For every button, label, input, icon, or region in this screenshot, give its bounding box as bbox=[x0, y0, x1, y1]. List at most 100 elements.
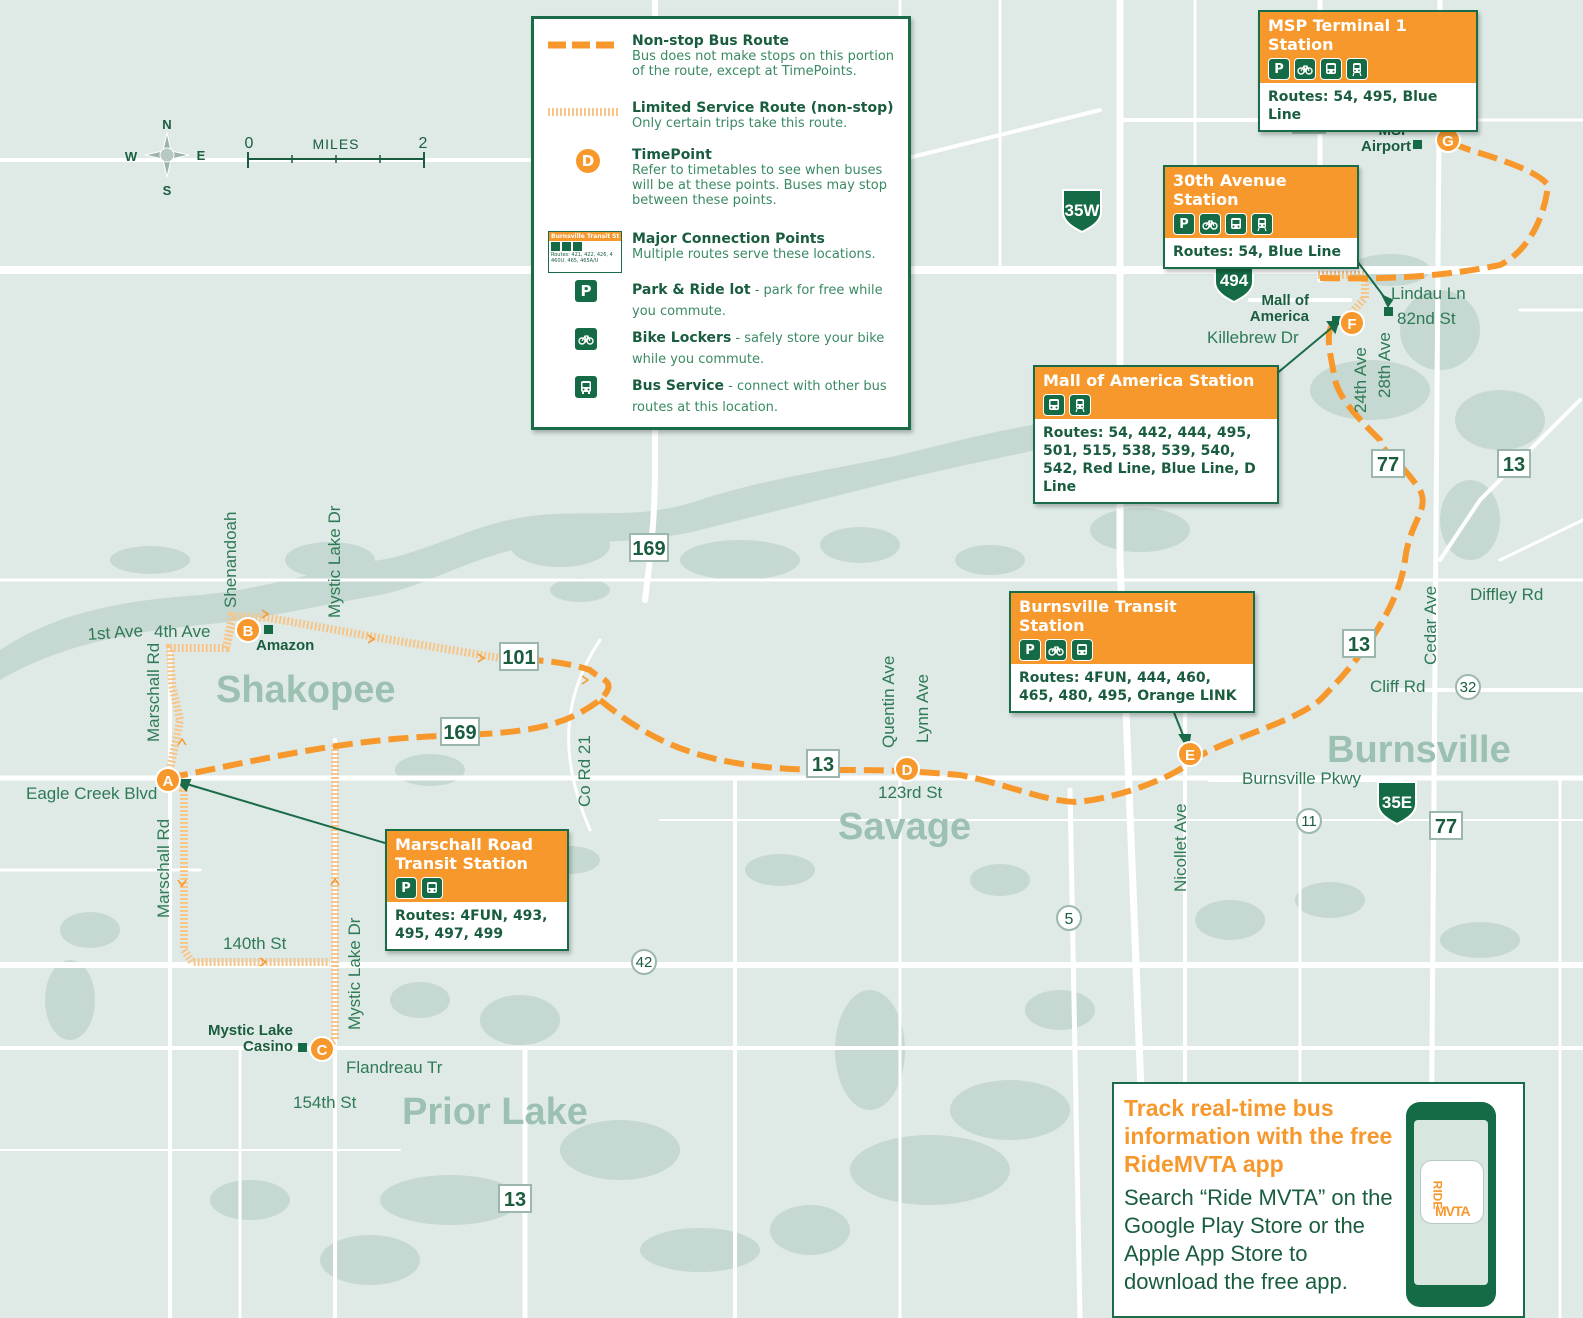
station-card-mall-of-america[interactable]: Mall of America Station Routes: 54, 442,… bbox=[1033, 365, 1279, 504]
timepoint-d: D bbox=[894, 756, 920, 782]
svg-text:N: N bbox=[162, 117, 171, 132]
bus-icon bbox=[1225, 213, 1247, 235]
route-direction-arrows bbox=[177, 609, 590, 967]
park-icon: P bbox=[1173, 213, 1195, 235]
svg-text:E: E bbox=[197, 148, 206, 163]
station-name: Burnsville Transit Station bbox=[1019, 597, 1177, 635]
city-burnsville: Burnsville bbox=[1327, 729, 1511, 771]
bus-icon bbox=[421, 877, 443, 899]
station-card-msp[interactable]: MSP Terminal 1 Station P Routes: 54, 495… bbox=[1258, 10, 1478, 132]
hwy-13-shield-a: 13 bbox=[806, 749, 840, 778]
svg-text:1st Ave: 1st Ave bbox=[87, 621, 144, 644]
svg-text:W: W bbox=[125, 149, 138, 164]
city-savage: Savage bbox=[838, 806, 971, 848]
timepoint-b: B bbox=[235, 617, 261, 643]
park-icon: P bbox=[1268, 58, 1290, 80]
svg-text:140th St: 140th St bbox=[223, 934, 287, 953]
bike-icon bbox=[1045, 639, 1067, 661]
station-amenities bbox=[1043, 394, 1269, 416]
svg-text:169: 169 bbox=[632, 538, 665, 560]
svg-text:Shenandoah: Shenandoah bbox=[221, 512, 240, 608]
co-42-shield: 42 bbox=[631, 949, 657, 975]
svg-text:Lindau Ln: Lindau Ln bbox=[1391, 284, 1466, 303]
nonstop-bus-route bbox=[167, 139, 1552, 806]
hwy-13-shield-c: 13 bbox=[1497, 449, 1531, 478]
svg-text:2: 2 bbox=[419, 135, 428, 152]
svg-text:A: A bbox=[163, 773, 174, 790]
station-card-burnsville[interactable]: Burnsville Transit Station P Routes: 4FU… bbox=[1009, 591, 1255, 713]
park-icon: P bbox=[395, 877, 417, 899]
svg-text:Quentin Ave: Quentin Ave bbox=[879, 656, 898, 748]
station-card-marschall-road[interactable]: Marschall Road Transit Station P Routes:… bbox=[385, 829, 569, 951]
bus-icon bbox=[1043, 394, 1065, 416]
svg-text:123rd St: 123rd St bbox=[878, 783, 943, 802]
svg-text:77: 77 bbox=[1435, 816, 1457, 838]
bus-icon bbox=[574, 375, 598, 399]
co-5-shield: 5 bbox=[1056, 905, 1082, 931]
co-11-shield: 11 bbox=[1296, 808, 1322, 834]
svg-text:0: 0 bbox=[245, 135, 254, 152]
city-prior-lake: Prior Lake bbox=[402, 1091, 588, 1133]
scale-bar: 0 MILES 2 bbox=[245, 135, 428, 168]
svg-text:24th Ave: 24th Ave bbox=[1351, 347, 1370, 413]
ridemvta-logo: RIDE MVTA bbox=[1420, 1160, 1484, 1224]
i-494-shield: 494 bbox=[1214, 259, 1254, 304]
station-routes: Routes: 54, 495, Blue Line bbox=[1268, 89, 1438, 123]
svg-text:MILES: MILES bbox=[312, 136, 359, 152]
svg-text:13: 13 bbox=[1503, 454, 1525, 476]
hwy-77-shield-b: 77 bbox=[1371, 449, 1405, 478]
major-connection-swatch-icon: Burnsville Transit St Routes: 421, 422, … bbox=[548, 231, 622, 273]
timepoint-swatch-icon: D bbox=[574, 147, 602, 175]
svg-text:101: 101 bbox=[502, 647, 535, 669]
svg-text:Diffley Rd: Diffley Rd bbox=[1470, 585, 1543, 604]
i-35w-shield: 35W bbox=[1062, 189, 1102, 234]
compass-rose: N S E W bbox=[125, 117, 206, 198]
bus-icon bbox=[1320, 58, 1342, 80]
street-labels: 1st Ave 4th Ave Shenandoah Mystic Lake D… bbox=[26, 284, 1543, 1112]
bike-icon bbox=[574, 327, 598, 351]
promo-text: Search “Ride MVTA” on the Google Play St… bbox=[1124, 1185, 1393, 1294]
svg-text:Killebrew Dr: Killebrew Dr bbox=[1207, 328, 1299, 347]
dashed-route-swatch-icon bbox=[548, 41, 620, 49]
svg-text:494: 494 bbox=[1220, 271, 1249, 290]
co-32-shield: 32 bbox=[1455, 674, 1481, 700]
svg-text:77: 77 bbox=[1377, 454, 1399, 476]
park-icon: P bbox=[574, 279, 598, 303]
svg-text:35E: 35E bbox=[1382, 793, 1412, 812]
promo-title: Track real-time bus information with the… bbox=[1124, 1095, 1393, 1177]
hwy-101-shield: 101 bbox=[499, 642, 539, 671]
svg-text:Cliff Rd: Cliff Rd bbox=[1370, 677, 1425, 696]
station-routes: Routes: 54, Blue Line bbox=[1173, 244, 1342, 260]
phone-icon: RIDE MVTA bbox=[1406, 1102, 1496, 1307]
city-labels: Shakopee Savage Prior Lake Burnsville bbox=[216, 669, 1511, 1133]
svg-text:Nicollet Ave: Nicollet Ave bbox=[1171, 803, 1190, 892]
station-name: 30th Avenue Station bbox=[1173, 171, 1287, 209]
svg-text:Co Rd 21: Co Rd 21 bbox=[575, 735, 594, 807]
svg-text:Eagle Creek Blvd: Eagle Creek Blvd bbox=[26, 784, 157, 803]
us-169-shield-b: 169 bbox=[440, 717, 480, 746]
svg-text:G: G bbox=[1442, 133, 1454, 150]
svg-text:D: D bbox=[902, 762, 913, 779]
svg-text:11: 11 bbox=[1301, 813, 1317, 830]
hwy-13-shield-d: 13 bbox=[498, 1184, 532, 1213]
timepoints[interactable]: A B C D E F G bbox=[155, 127, 1461, 1062]
station-card-30th-avenue[interactable]: 30th Avenue Station P Routes: 54, Blue L… bbox=[1163, 165, 1359, 269]
svg-text:42: 42 bbox=[636, 954, 653, 971]
station-amenities: P bbox=[1268, 58, 1468, 80]
svg-text:169: 169 bbox=[443, 722, 476, 744]
train-icon bbox=[1069, 394, 1091, 416]
stop-markers bbox=[264, 140, 1422, 1052]
i-35e-shield: 35E bbox=[1377, 781, 1417, 826]
svg-text:Marschall Rd: Marschall Rd bbox=[154, 819, 173, 918]
app-promo-panel[interactable]: Track real-time bus information with the… bbox=[1112, 1082, 1525, 1318]
svg-text:C: C bbox=[317, 1042, 328, 1059]
legend-panel: Non-stop Bus Route Bus does not make sto… bbox=[531, 16, 911, 430]
bus-icon bbox=[1071, 639, 1093, 661]
svg-text:B: B bbox=[243, 623, 254, 640]
poi-amazon: Amazon bbox=[256, 637, 314, 654]
svg-text:32: 32 bbox=[1460, 679, 1477, 696]
station-name: Marschall Road Transit Station bbox=[395, 835, 533, 873]
